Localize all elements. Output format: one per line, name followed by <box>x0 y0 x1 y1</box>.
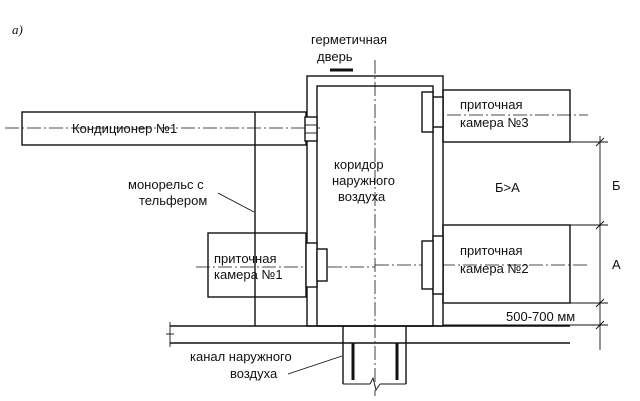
corridor-label-line1: коридор <box>334 157 384 172</box>
door-label-line1: герметичная <box>311 32 387 47</box>
dimension-lines <box>443 136 608 350</box>
chamber2-damper <box>432 235 444 295</box>
chamber3-label-line2: камера №3 <box>460 115 529 130</box>
wall-slab <box>166 322 570 347</box>
chamber2-label-line1: приточная <box>460 243 523 258</box>
channel-label-line2: воздуха <box>230 366 278 381</box>
chamber1-label-line1: приточная <box>214 251 277 266</box>
chamber1-label-line2: камера №1 <box>214 267 283 282</box>
conditioner-damper <box>304 116 318 142</box>
panel-label: а) <box>12 22 23 37</box>
monorail-leader <box>217 192 255 213</box>
corridor-label-line3: воздуха <box>338 189 386 204</box>
dimension-a: А <box>612 257 621 272</box>
outside-air-channel <box>342 326 407 392</box>
chamber3-damper <box>432 96 444 128</box>
conditioner-label: Кондиционер №1 <box>72 121 177 136</box>
chamber3-label-line1: приточная <box>460 97 523 112</box>
dimension-b: Б <box>612 178 621 193</box>
chamber2-label-line2: камера №2 <box>460 261 529 276</box>
monorail-label-line1: монорельс с <box>128 177 204 192</box>
monorail-label-line2: тельфером <box>139 193 207 208</box>
channel-leader <box>287 355 343 375</box>
door-label-line2: дверь <box>317 49 353 64</box>
channel-label-line1: канал наружного <box>190 349 292 364</box>
chamber1-damper <box>305 242 318 288</box>
clearance-label: 500-700 мм <box>506 309 575 324</box>
relation-label: Б>А <box>495 180 520 195</box>
corridor-label-line2: наружного <box>332 173 395 188</box>
